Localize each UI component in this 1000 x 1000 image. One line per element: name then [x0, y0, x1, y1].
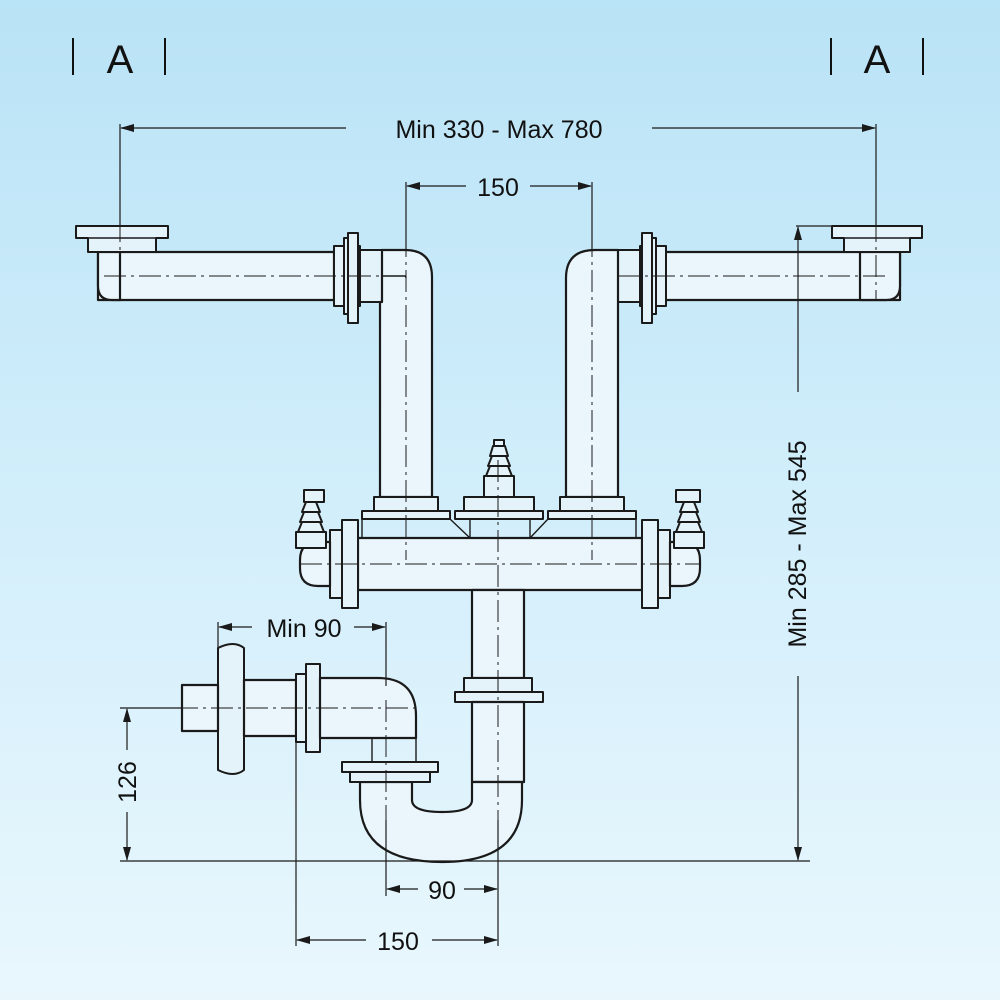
outlet-to-trap-label: 150: [377, 928, 419, 956]
dimension-overall-width: Min 330 - Max 780: [119, 116, 877, 226]
u-trap: [341, 738, 524, 864]
trap-offset-min-label: Min 90: [266, 615, 341, 643]
left-hose-spigot: [295, 489, 327, 549]
center-drop-pipe: [454, 588, 544, 784]
overall-width-label: Min 330 - Max 780: [395, 116, 602, 144]
dimension-trap-offset-min: Min 90: [217, 615, 387, 686]
right-hose-spigot: [673, 489, 705, 549]
section-mark-left: A: [72, 38, 166, 82]
left-sink-flange: [75, 225, 169, 253]
right-sink-flange: [831, 225, 923, 253]
section-mark-right: A: [830, 38, 924, 82]
center-lines: [104, 200, 890, 820]
wall-outlet: [180, 643, 418, 775]
dimension-outlet-to-trap: 150: [295, 740, 498, 956]
left-inlet-assembly: [75, 225, 383, 324]
dimension-overall-height: Min 285 - Max 545: [120, 225, 860, 862]
dimension-inlet-spacing: 150: [405, 174, 593, 250]
outlet-height-label: 126: [114, 761, 142, 803]
inlet-spacing-label: 150: [477, 174, 519, 202]
dimension-outlet-height: 126: [114, 707, 182, 861]
section-label-right: A: [864, 38, 891, 82]
overall-height-label: Min 285 - Max 545: [784, 440, 812, 647]
center-hose-spigot: [483, 439, 515, 498]
manifold: [295, 439, 705, 609]
trap-width-label: 90: [428, 877, 456, 905]
section-label-left: A: [107, 38, 134, 82]
dimension-trap-width: 90: [385, 820, 499, 946]
wall-rosette: [217, 643, 245, 775]
